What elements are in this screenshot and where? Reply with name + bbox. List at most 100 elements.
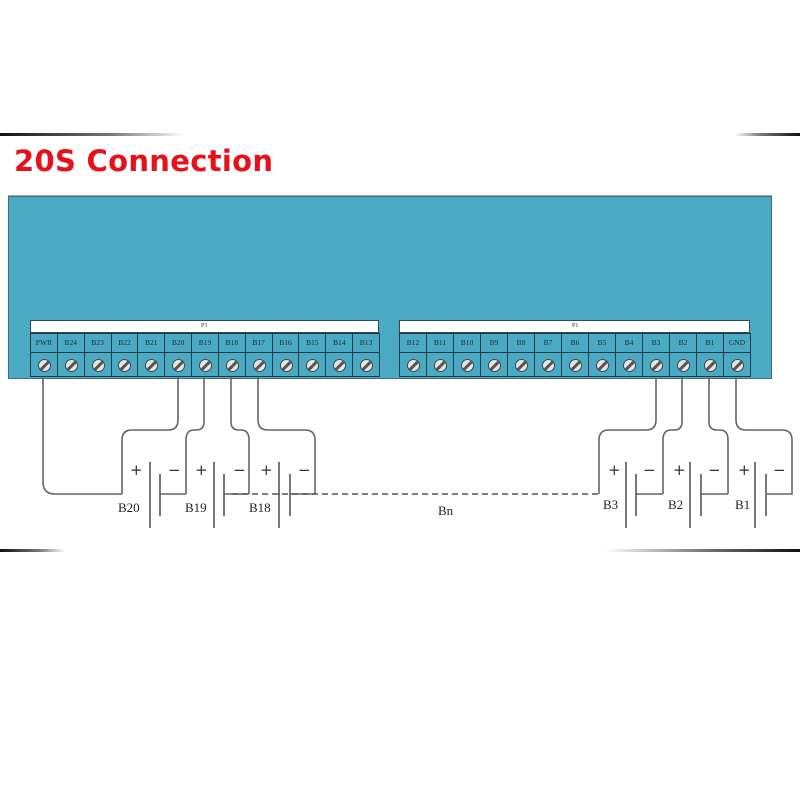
minus-sign: − (773, 461, 786, 479)
terminal-b14: B14 (325, 333, 354, 377)
screw-icon (279, 359, 293, 372)
screw-icon (542, 359, 555, 372)
battery-label-bn: Bn (438, 503, 454, 518)
screw-icon (461, 359, 474, 372)
screw-icon (569, 359, 582, 372)
terminal-label: B8 (508, 334, 534, 353)
terminal-label: GND (724, 334, 750, 353)
screw-icon (91, 359, 105, 372)
terminal-b24: B24 (56, 333, 85, 377)
screw-icon (731, 359, 744, 372)
screw-icon (623, 359, 636, 372)
terminal-b11: B11 (426, 333, 454, 377)
battery-label-b18: B18 (249, 500, 271, 515)
terminal-b1: B1 (696, 333, 724, 377)
terminal-label: B18 (218, 334, 245, 353)
terminal-b12: B12 (399, 333, 427, 377)
screw-icon (198, 359, 212, 372)
terminal-label: B7 (535, 334, 561, 353)
wire-b3 (598, 377, 657, 494)
plus-sign: + (738, 461, 751, 479)
terminal-label: B19 (192, 334, 218, 353)
terminal-b23: B23 (83, 333, 112, 377)
terminal-label: B15 (299, 334, 326, 353)
strip-label-text: P1 (572, 323, 579, 329)
wire-b18 (230, 377, 250, 494)
terminal-label: B20 (165, 334, 192, 353)
wire-b19 (185, 377, 205, 494)
divider-bottom-right (605, 549, 800, 552)
wire-gnd (735, 377, 793, 495)
battery-label-b2: B2 (668, 497, 684, 512)
terminal-b19: B19 (191, 333, 219, 377)
screw-icon (596, 359, 609, 372)
divider-top-right (735, 133, 800, 136)
terminal-b9: B9 (480, 333, 508, 377)
battery-label-b3: B3 (603, 497, 619, 512)
screw-icon (488, 359, 501, 372)
terminal-b4: B4 (615, 333, 643, 377)
terminal-b3: B3 (642, 333, 670, 377)
divider-bottom-left (0, 549, 65, 552)
terminal-gnd: GND (723, 333, 751, 377)
screw-icon (172, 359, 186, 372)
screw-icon (252, 359, 266, 372)
terminal-b5: B5 (588, 333, 616, 377)
wire-b17 (257, 377, 316, 494)
minus-sign: − (298, 461, 311, 479)
terminal-label: B5 (589, 334, 615, 353)
plus-sign: + (195, 461, 208, 479)
terminal-label: B22 (111, 334, 138, 353)
screw-icon (650, 359, 663, 372)
divider-top-left (0, 133, 185, 136)
terminal-b13: B13 (352, 333, 380, 377)
plus-sign: + (608, 461, 621, 479)
screw-icon (37, 359, 51, 372)
minus-sign: − (708, 461, 721, 479)
terminal-b2: B2 (669, 333, 697, 377)
terminal-label: B2 (670, 334, 696, 353)
wire-b20 (121, 377, 179, 494)
strip-label-text: P3 (201, 323, 208, 329)
screw-icon (704, 359, 717, 372)
terminal-label: B23 (84, 334, 111, 353)
screw-icon (145, 359, 159, 372)
plus-sign: + (130, 461, 143, 479)
terminal-label: B1 (697, 334, 723, 353)
terminal-pwr: PWR (30, 333, 58, 377)
battery-label-b20: B20 (118, 500, 140, 515)
screw-icon (225, 359, 239, 372)
minus-sign: − (643, 461, 656, 479)
terminal-b10: B10 (453, 333, 481, 377)
screw-icon (118, 359, 132, 372)
screw-icon (407, 359, 420, 372)
terminal-b7: B7 (534, 333, 562, 377)
screw-icon (64, 359, 78, 372)
screw-icon (515, 359, 528, 372)
strip-label-p1: P1 (399, 320, 750, 333)
strip-label-p3: P3 (30, 320, 379, 333)
terminal-label: B13 (353, 334, 379, 353)
screw-icon (333, 359, 347, 372)
screw-icon (360, 359, 374, 372)
terminal-label: B16 (272, 334, 299, 353)
terminal-label: B12 (400, 334, 426, 353)
wire-pwr (42, 377, 122, 495)
wire-b2 (662, 377, 683, 494)
terminal-b17: B17 (244, 333, 273, 377)
terminal-b21: B21 (137, 333, 166, 377)
screw-icon (434, 359, 447, 372)
battery-label-b19: B19 (185, 500, 207, 515)
terminal-label: B24 (57, 334, 84, 353)
screw-icon (677, 359, 690, 372)
terminal-label: B17 (245, 334, 272, 353)
plus-sign: + (260, 461, 273, 479)
terminal-b8: B8 (507, 333, 535, 377)
terminal-label: B14 (326, 334, 353, 353)
minus-sign: − (168, 461, 181, 479)
minus-sign: − (233, 461, 246, 479)
terminal-label: B9 (481, 334, 507, 353)
